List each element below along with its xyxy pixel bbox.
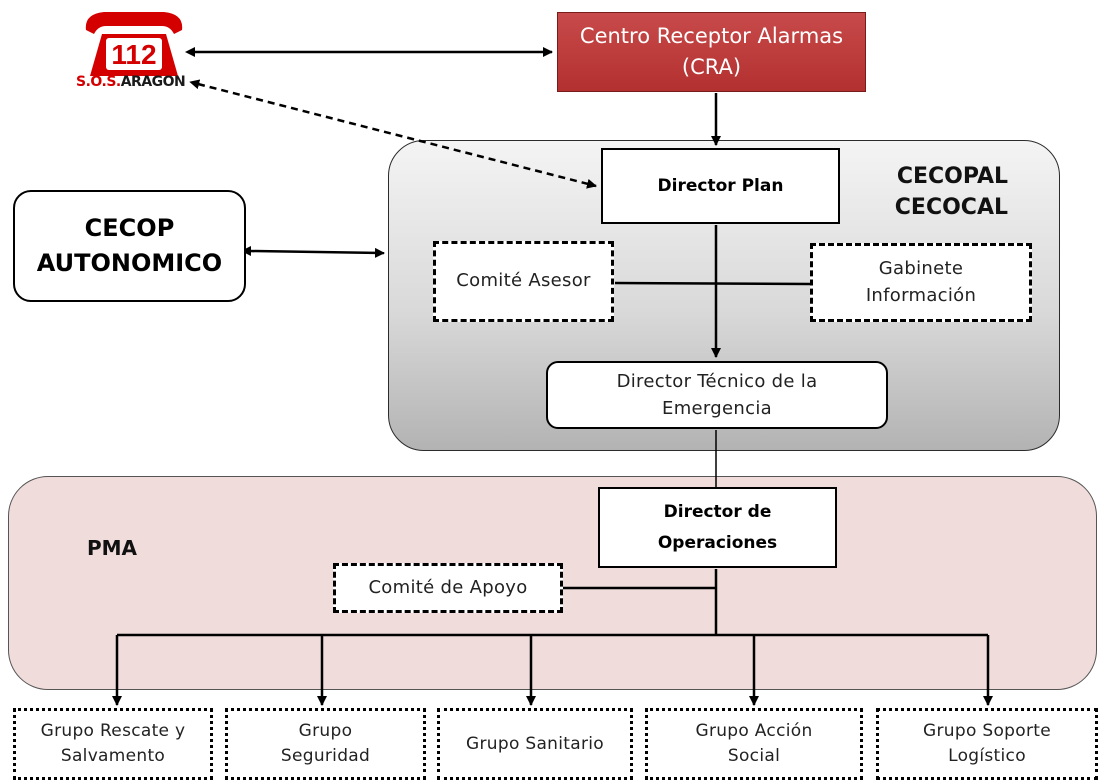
gabinete-line1: Gabinete — [878, 258, 964, 280]
sos-aragon-label: S.O.S.ARAGON — [76, 74, 202, 90]
cecop-line1: CECOP — [84, 214, 175, 243]
cra-line2: (CRA) — [681, 55, 742, 79]
comite-asesor-label: Comité Asesor — [456, 270, 591, 292]
director-operaciones-line1: Director de — [663, 501, 772, 522]
cra-line1: Centro Receptor Alarmas — [579, 23, 844, 48]
director-tecnico-line1: Director Técnico de la — [616, 371, 818, 392]
sos-aragon-112-logo: 112 — [78, 8, 190, 94]
group-accion-social-box: Grupo Acción Social — [645, 708, 863, 780]
aragon-text: ARAGON — [120, 74, 186, 90]
comite-asesor-box: Comité Asesor — [433, 241, 614, 322]
group-rescate-salvamento-box: Grupo Rescate y Salvamento — [13, 708, 213, 780]
cecop-autonomico-box: CECOP AUTONOMICO — [13, 190, 246, 302]
group-sanitario-box: Grupo Sanitario — [437, 708, 633, 780]
group-line2: Social — [727, 746, 781, 766]
director-operaciones-box: Director de Operaciones — [598, 487, 837, 568]
cecop-line2: AUTONOMICO — [36, 249, 223, 277]
group-line2: Seguridad — [280, 746, 371, 766]
phone-icon: 112 — [85, 12, 183, 76]
line-asesor-gabinete — [614, 281, 811, 286]
arrow-cecop-cecopal — [241, 246, 385, 258]
gabinete-informacion-box: Gabinete Información — [810, 243, 1032, 322]
group-line1: Grupo Sanitario — [466, 733, 604, 754]
cecopal-line2: CECOCAL — [894, 194, 1008, 220]
gabinete-line2: Información — [865, 284, 977, 306]
director-tecnico-line2: Emergencia — [662, 398, 772, 419]
director-plan-box: Director Plan — [601, 148, 840, 224]
svg-text:112: 112 — [111, 39, 156, 70]
cra-box: Centro Receptor Alarmas (CRA) — [557, 12, 866, 92]
group-soporte-logistico-box: Grupo Soporte Logístico — [876, 708, 1098, 780]
group-seguridad-box: Grupo Seguridad — [225, 708, 426, 780]
director-plan-label: Director Plan — [657, 176, 784, 196]
director-tecnico-box: Director Técnico de la Emergencia — [546, 361, 888, 429]
cecopal-line1: CECOPAL — [896, 164, 1008, 189]
group-line1: Grupo Soporte — [923, 721, 1051, 742]
arrow-112-director-plan — [189, 79, 597, 189]
cecopal-label: CECOPAL CECOCAL — [868, 162, 1008, 224]
sos-text: S.O.S. — [76, 74, 121, 90]
group-line1: Grupo Rescate y — [40, 721, 186, 742]
comite-apoyo-label: Comité de Apoyo — [368, 576, 528, 598]
group-line2: Logístico — [948, 746, 1026, 766]
pma-label: PMA — [87, 536, 138, 560]
group-line1: Grupo Acción — [695, 721, 813, 742]
comite-apoyo-box: Comité de Apoyo — [333, 563, 563, 613]
group-line1: Grupo — [298, 721, 353, 742]
group-line2: Salvamento — [60, 746, 166, 766]
director-operaciones-line2: Operaciones — [657, 532, 778, 553]
